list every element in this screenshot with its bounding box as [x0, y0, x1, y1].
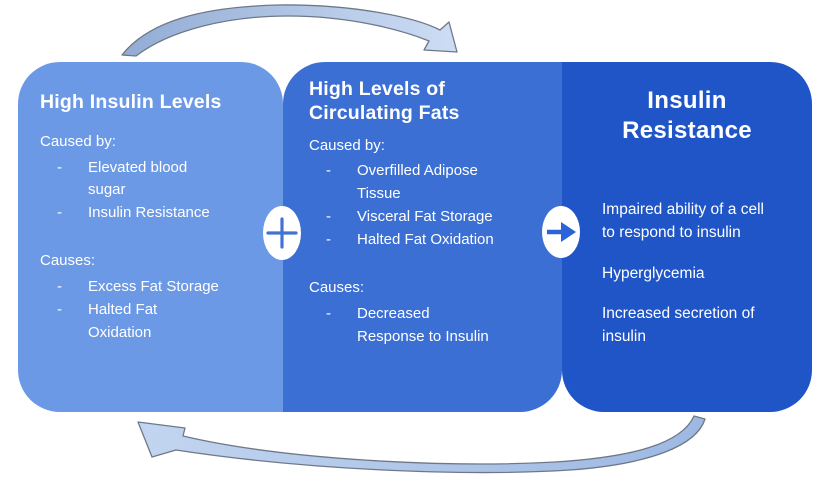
list-item: - Insulin Resistance	[57, 202, 269, 225]
bullet-dash: -	[326, 162, 331, 180]
list-item-text: Halted Fat Oxidation	[357, 231, 494, 249]
list-item-text: Halted Fat Oxidation	[88, 301, 158, 341]
section-label: Caused by:	[40, 132, 116, 150]
panel-paragraph: Increased secretion of insulin	[602, 304, 755, 345]
bullet-dash: -	[326, 231, 331, 249]
list-item: - Visceral Fat Storage	[326, 206, 550, 229]
bullet-dash: -	[57, 301, 62, 319]
caused-by-section: Caused by: - Overfilled Adipose Tissue -…	[309, 135, 550, 253]
list-item-text: Visceral Fat Storage	[357, 208, 493, 226]
bullet-dash: -	[57, 204, 62, 222]
panel-title: Insulin Resistance	[622, 87, 752, 144]
list-item-text: Overfilled Adipose Tissue	[357, 162, 478, 203]
panel-high-levels-of-circulating-fats: High Levels of Circulating Fats Caused b…	[283, 62, 562, 412]
panel-title: High Insulin Levels	[40, 91, 222, 113]
bullet-dash: -	[326, 208, 331, 226]
list-item-text: Excess Fat Storage	[88, 278, 219, 296]
panel-insulin-resistance: Insulin Resistance Impaired ability of a…	[562, 62, 812, 412]
section-label: Causes:	[40, 252, 96, 270]
bullet-dash: -	[326, 304, 331, 322]
list-item: - Elevated blood sugar	[57, 157, 269, 203]
list-item-text: Decreased Response to Insulin	[357, 304, 489, 345]
panel-paragraph: Hyperglycemia	[602, 264, 705, 282]
bullet-dash: -	[57, 278, 62, 296]
causes-section: Causes: - Decreased Response to Insulin	[309, 277, 550, 349]
panel-paragraph: Impaired ability of a cell to respond to…	[602, 201, 764, 242]
list-item: - Halted Fat Oxidation	[326, 229, 550, 252]
cycle-arrow-top curved-arrow-icon	[121, 4, 458, 57]
list-item-text: Insulin Resistance	[88, 204, 210, 222]
caused-by-section: Caused by: - Elevated blood sugar - Insu…	[40, 131, 269, 226]
bullet-dash: -	[57, 158, 62, 176]
list-item: - Overfilled Adipose Tissue	[326, 160, 550, 206]
list-item: - Decreased Response to Insulin	[326, 303, 550, 349]
section-label: Causes:	[309, 279, 365, 297]
list-item: - Halted Fat Oxidation	[57, 299, 269, 345]
section-label: Caused by:	[309, 136, 385, 154]
causes-section: Causes: - Excess Fat Storage - Halted Fa…	[40, 250, 269, 345]
panel-high-insulin-levels: High Insulin Levels Caused by: - Elevate…	[18, 62, 283, 412]
cycle-arrow-bottom curved-arrow-icon	[137, 415, 706, 474]
panel-title: High Levels of Circulating Fats	[309, 78, 460, 124]
list-item-text: Elevated blood sugar	[88, 158, 188, 199]
list-item: - Excess Fat Storage	[57, 276, 269, 299]
